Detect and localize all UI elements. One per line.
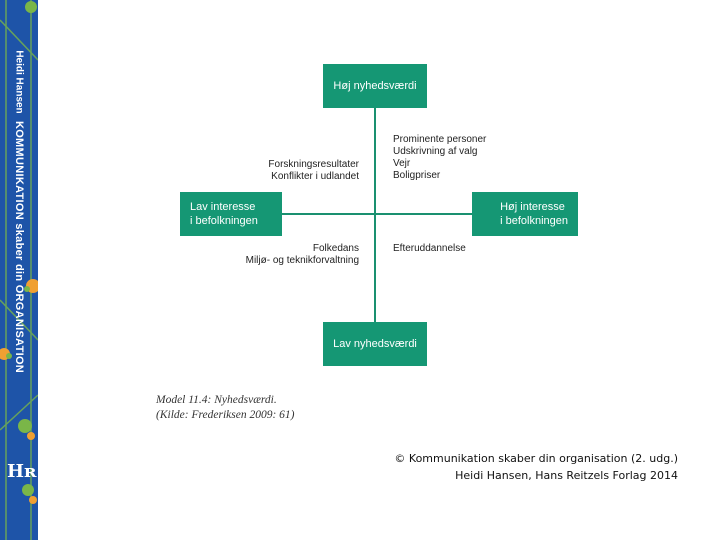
list-item: Folkedans: [312, 243, 359, 254]
list-item: Miljø- og teknikforvaltning: [245, 255, 359, 266]
caption-title: Model 11.4: Nyhedsværdi.: [156, 394, 277, 406]
low-interest-line-2: i befolkningen: [190, 215, 258, 227]
low-interest-box: Lav interesse i befolkningen: [180, 192, 282, 236]
list-item: Konflikter i udlandet: [271, 171, 359, 182]
quadrant-top-left: Forskningsresultater Konflikter i udland…: [268, 159, 359, 183]
copyright-notice: © Kommunikation skaber din organisation …: [394, 450, 678, 484]
high-interest-line-1: Høj interesse: [500, 201, 565, 213]
high-news-value-label: Høj nyhedsværdi: [333, 80, 417, 92]
figure-caption: Model 11.4: Nyhedsværdi. (Kilde: Frederi…: [156, 393, 295, 423]
list-item: Udskrivning af valg: [393, 146, 478, 157]
quadrant-top-right: Prominente personer Udskrivning af valg …: [393, 134, 486, 182]
spine-pattern: [0, 0, 38, 540]
low-news-value-box: Lav nyhedsværdi: [323, 322, 427, 366]
book-spine: Heidi Hansen KOMMUNIKATION skaber din OR…: [0, 0, 38, 540]
high-interest-box: Høj interesse i befolkningen: [472, 192, 578, 236]
high-news-value-box: Høj nyhedsværdi: [323, 64, 427, 108]
high-interest-line-2: i befolkningen: [500, 215, 568, 227]
list-item: Efteruddannelse: [393, 243, 466, 254]
copyright-line-2: Heidi Hansen, Hans Reitzels Forlag 2014: [455, 469, 678, 482]
horizontal-axis: [282, 213, 472, 215]
list-item: Prominente personer: [393, 134, 487, 145]
vertical-axis: [374, 106, 376, 324]
copyright-line-1: © Kommunikation skaber din organisation …: [394, 452, 678, 465]
publisher-logo: Hʀ: [7, 461, 37, 482]
list-item: Forskningsresultater: [268, 159, 359, 170]
quadrant-bottom-right: Efteruddannelse: [393, 243, 466, 255]
caption-source: (Kilde: Frederiksen 2009: 61): [156, 409, 295, 421]
list-item: Vejr: [393, 158, 411, 169]
quadrant-bottom-left: Folkedans Miljø- og teknikforvaltning: [246, 243, 359, 267]
low-interest-line-1: Lav interesse: [190, 201, 256, 213]
low-news-value-label: Lav nyhedsværdi: [333, 338, 417, 350]
list-item: Boligpriser: [393, 170, 441, 181]
